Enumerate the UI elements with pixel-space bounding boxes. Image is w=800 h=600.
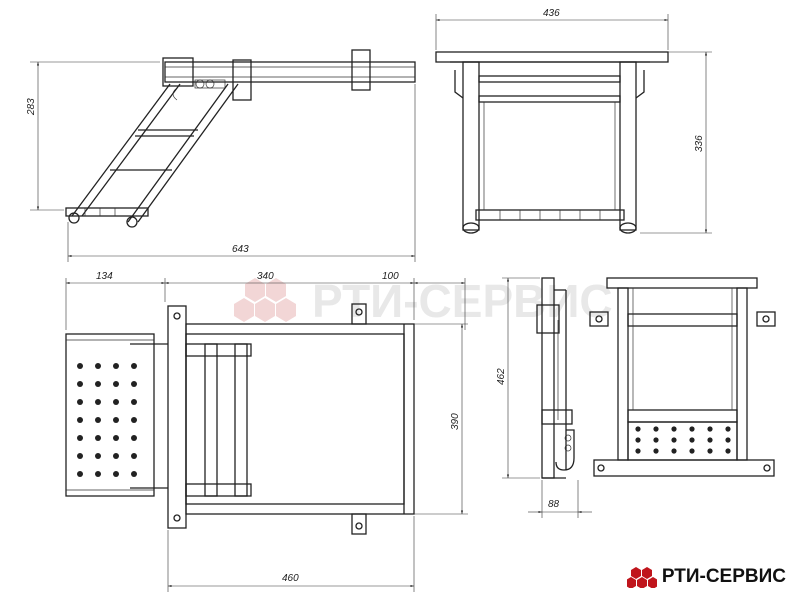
- perforation-hole: [131, 471, 137, 477]
- perforation-hole: [77, 453, 83, 459]
- dimension-460: 460: [167, 516, 415, 592]
- perforation-hole: [131, 435, 137, 441]
- perforation-hole: [689, 426, 695, 432]
- perforation-hole: [635, 448, 641, 454]
- perforation-hole: [671, 437, 677, 443]
- perforation-hole: [725, 448, 731, 454]
- perforation-hole: [725, 437, 731, 443]
- dim-label-643: 643: [232, 244, 249, 255]
- dimension-88: 88: [528, 480, 592, 518]
- perforation-hole: [653, 426, 659, 432]
- perforation-hole: [95, 435, 101, 441]
- perforation-hole: [113, 363, 119, 369]
- folded-front-view: [589, 277, 776, 477]
- perforation-hole: [653, 437, 659, 443]
- dimension-390: 390: [414, 323, 468, 515]
- plan-view: [65, 303, 415, 535]
- perforation-hole: [707, 437, 713, 443]
- dimension-283: 283: [26, 61, 160, 211]
- perforation-hole: [635, 426, 641, 432]
- dimension-462: 462: [496, 277, 540, 479]
- perforation-hole: [725, 426, 731, 432]
- dim-label-283: 283: [26, 98, 37, 116]
- perforation-hole: [113, 453, 119, 459]
- dimension-336: 336: [640, 51, 712, 234]
- perforation-hole: [653, 448, 659, 454]
- dim-label-340: 340: [257, 271, 274, 282]
- perforation-hole: [77, 417, 83, 423]
- perforation-hole: [671, 426, 677, 432]
- front-view: [435, 51, 669, 234]
- folded-side-view: [536, 277, 575, 479]
- perforation-hole: [113, 471, 119, 477]
- brand-name: РТИ-СЕРВИС: [661, 566, 786, 587]
- perforation-hole: [635, 437, 641, 443]
- perforation-hole: [77, 363, 83, 369]
- perforation-hole: [113, 417, 119, 423]
- perforation-hole: [707, 426, 713, 432]
- perforation-hole: [113, 435, 119, 441]
- perforation-hole: [131, 381, 137, 387]
- perforation-hole: [95, 363, 101, 369]
- perforation-hole: [77, 381, 83, 387]
- folded-step-holes: [635, 426, 731, 454]
- dim-label-436: 436: [543, 8, 560, 19]
- dim-label-100: 100: [382, 271, 399, 282]
- dim-label-336: 336: [694, 135, 705, 152]
- perforation-hole: [131, 363, 137, 369]
- perforation-hole: [131, 453, 137, 459]
- dimension-643: 643: [67, 84, 416, 262]
- perforation-hole: [95, 417, 101, 423]
- perforation-hole: [95, 453, 101, 459]
- perforation-hole: [131, 417, 137, 423]
- perforation-hole: [689, 437, 695, 443]
- perforation-hole: [113, 381, 119, 387]
- perforation-hole: [671, 448, 677, 454]
- perforation-hole: [113, 399, 119, 405]
- perforation-hole: [77, 399, 83, 405]
- dimension-134-340-100: 134 340 100: [65, 271, 466, 330]
- side-view: [65, 49, 416, 228]
- perforation-hole: [95, 471, 101, 477]
- dimension-436: 436: [435, 8, 669, 50]
- perforation-hole: [131, 399, 137, 405]
- dim-label-460: 460: [282, 573, 299, 584]
- dim-label-134: 134: [96, 271, 113, 282]
- perforation-hole: [77, 435, 83, 441]
- step-holes: [77, 363, 137, 477]
- perforation-hole: [689, 448, 695, 454]
- dim-label-462: 462: [496, 368, 507, 385]
- watermark-logo: [234, 278, 296, 322]
- perforation-hole: [95, 381, 101, 387]
- perforation-hole: [707, 448, 713, 454]
- hexagon-logo-icon: [626, 567, 657, 588]
- brand-logo: РТИ-СЕРВИС: [626, 566, 786, 588]
- dim-label-390: 390: [450, 413, 461, 430]
- dim-label-88: 88: [548, 499, 560, 510]
- perforation-hole: [95, 399, 101, 405]
- perforation-hole: [77, 471, 83, 477]
